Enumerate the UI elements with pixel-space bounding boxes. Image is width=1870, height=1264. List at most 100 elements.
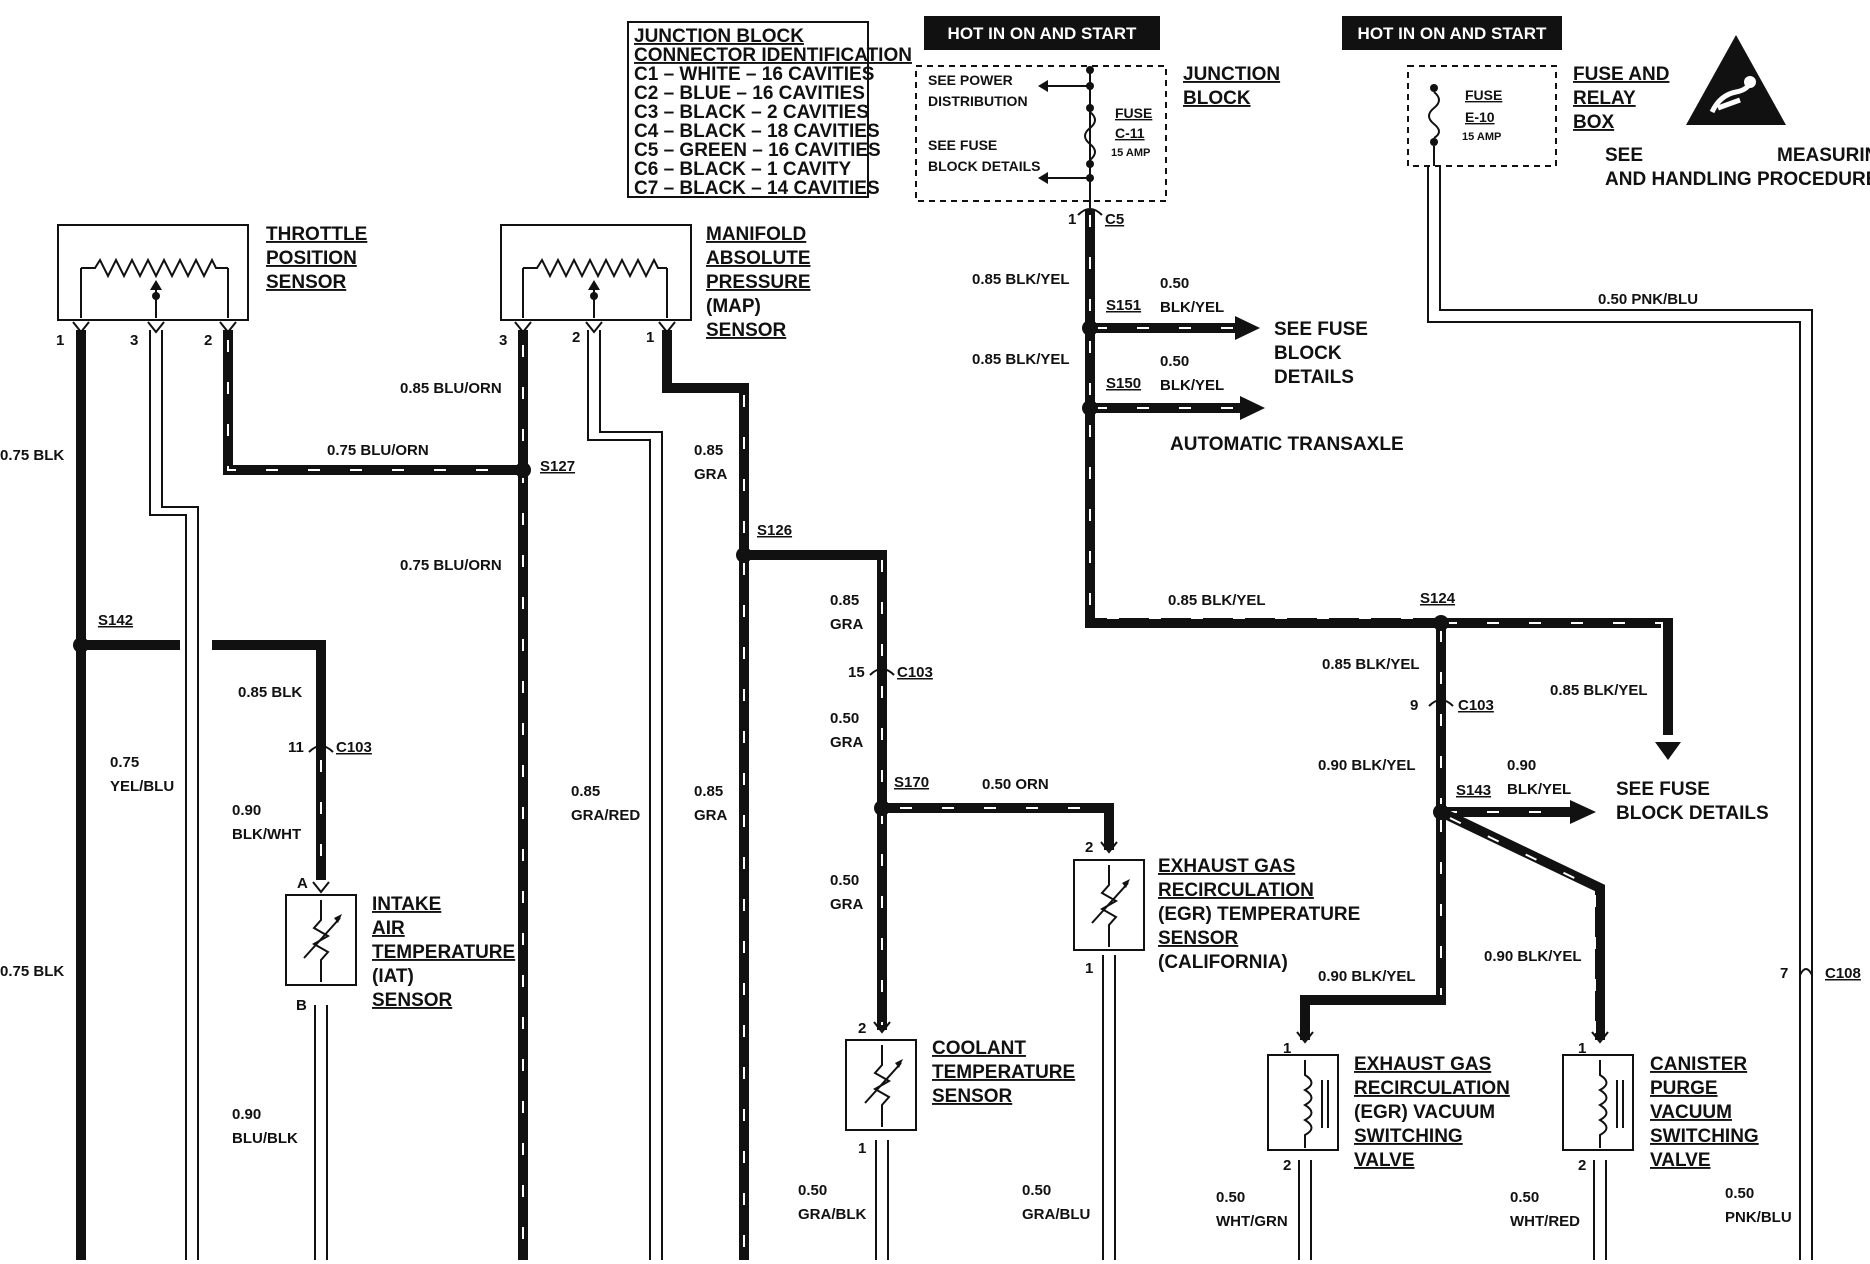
connector-c103-right bbox=[1428, 699, 1454, 707]
wire-label: 0.50 bbox=[1510, 1189, 1539, 1206]
wire-s124-right bbox=[1441, 618, 1673, 735]
map-label-4: (MAP) bbox=[706, 296, 761, 317]
splice-s151: S151 bbox=[1106, 297, 1141, 314]
wire-label: 0.90 BLK/YEL bbox=[1318, 757, 1416, 774]
wire-label: WHT/RED bbox=[1510, 1213, 1580, 1230]
connector-c5 bbox=[1077, 208, 1103, 216]
labels: HOT IN ON AND START HOT IN ON AND START … bbox=[0, 24, 1870, 1230]
egrv-label-4: SWITCHING bbox=[1354, 1126, 1463, 1147]
egrv-label-1: EXHAUST GAS bbox=[1354, 1054, 1491, 1075]
can-label-4: SWITCHING bbox=[1650, 1126, 1759, 1147]
wire-label: 0.85 BLU/ORN bbox=[400, 380, 502, 397]
hot-label-1: HOT IN ON AND START bbox=[948, 24, 1137, 43]
frb-fuse-3: 15 AMP bbox=[1462, 131, 1501, 143]
splice-s126-dot bbox=[736, 547, 752, 563]
wire-label: GRA bbox=[830, 896, 864, 913]
wire-label: 0.85 BLK/YEL bbox=[972, 271, 1070, 288]
jb-fuse-1: FUSE bbox=[1115, 105, 1152, 121]
wire-label: 0.50 ORN bbox=[982, 776, 1049, 793]
pin-label: A bbox=[297, 875, 308, 892]
wire-label: 0.90 BLK/YEL bbox=[1318, 968, 1416, 985]
frb-name-1: FUSE AND bbox=[1573, 64, 1669, 85]
wire-label: GRA bbox=[830, 734, 864, 751]
fuse-relay-box bbox=[1407, 65, 1557, 167]
pin-label: 3 bbox=[499, 332, 507, 349]
egrt-label-3: (EGR) TEMPERATURE bbox=[1158, 904, 1360, 925]
iat-label-2: AIR bbox=[372, 918, 405, 939]
connector-c103-cts bbox=[869, 668, 895, 676]
wire-label: 0.85 bbox=[694, 783, 723, 800]
junction-table-row: C1 – WHITE – 16 CAVITIES bbox=[634, 64, 874, 85]
light-wires bbox=[149, 165, 1813, 1260]
wire-label: 0.85 BLK/YEL bbox=[1322, 656, 1420, 673]
jb-connector-pin: 1 bbox=[1068, 211, 1076, 228]
splice-s126: S126 bbox=[757, 522, 792, 539]
jb-name-1: JUNCTION bbox=[1183, 64, 1280, 85]
wire-label: 0.85 BLK bbox=[238, 684, 302, 701]
egrv-label-2: RECIRCULATION bbox=[1354, 1078, 1510, 1099]
ref-see-fuse-2: BLOCK bbox=[1274, 343, 1342, 364]
hot-box-1 bbox=[924, 16, 1160, 50]
frb-name-3: BOX bbox=[1573, 112, 1615, 133]
map-label-2: ABSOLUTE bbox=[706, 248, 811, 269]
frb-fuse-2: E-10 bbox=[1465, 109, 1495, 125]
can-box bbox=[1562, 1054, 1634, 1151]
splice-s151-dot bbox=[1082, 320, 1098, 336]
cts-box bbox=[845, 1039, 917, 1131]
junction-table-title-2: CONNECTOR IDENTIFICATION bbox=[634, 45, 912, 66]
jb-connector: C5 bbox=[1105, 211, 1124, 228]
pin-label: B bbox=[296, 997, 307, 1014]
splice-s127-dot bbox=[515, 462, 531, 478]
splice-s142: S142 bbox=[98, 612, 133, 629]
map-potentiometer bbox=[522, 257, 668, 318]
iat-box bbox=[285, 894, 357, 986]
splice-s150: S150 bbox=[1106, 375, 1141, 392]
wire-s143-egrv bbox=[1300, 812, 1446, 1040]
wire-label: 0.75 BLU/ORN bbox=[400, 557, 502, 574]
splice-s170-dot bbox=[874, 800, 890, 816]
pin-label: 1 bbox=[56, 332, 64, 349]
tps-label-2: POSITION bbox=[266, 248, 357, 269]
connector-c108 bbox=[1799, 968, 1813, 976]
junction-table-row: C3 – BLACK – 2 CAVITIES bbox=[634, 102, 869, 123]
splice-dots bbox=[73, 320, 1449, 820]
pin-label: 2 bbox=[572, 329, 580, 346]
connector-c103-iat bbox=[308, 745, 334, 753]
wire-label: BLU/BLK bbox=[232, 1130, 298, 1147]
wire-label: GRA/RED bbox=[571, 807, 640, 824]
egrt-box bbox=[1073, 859, 1145, 951]
splice-s127: S127 bbox=[540, 458, 575, 475]
wire-label: 0.75 BLU/ORN bbox=[327, 442, 429, 459]
can-label-3: VACUUM bbox=[1650, 1102, 1732, 1123]
splice-s150-dot bbox=[1082, 400, 1098, 416]
arrow-s150 bbox=[1240, 396, 1265, 420]
ref-see-fuse-right-2: BLOCK DETAILS bbox=[1616, 803, 1769, 824]
can-label-5: VALVE bbox=[1650, 1150, 1711, 1171]
wire-label: 0.50 bbox=[1160, 275, 1189, 292]
ref-see-fuse-3: DETAILS bbox=[1274, 367, 1354, 388]
wire-label: 0.50 bbox=[830, 710, 859, 727]
splice-s170: S170 bbox=[894, 774, 929, 791]
ref-see-fuse-1: SEE FUSE bbox=[1274, 319, 1368, 340]
wire-label: BLK/YEL bbox=[1160, 299, 1224, 316]
c103-right-pin: 9 bbox=[1410, 697, 1418, 714]
wire-label: 0.85 BLK/YEL bbox=[1168, 592, 1266, 609]
pin-label: 1 bbox=[1085, 960, 1093, 977]
inline-connectors bbox=[308, 208, 1813, 976]
junction-table-row: C5 – GREEN – 16 CAVITIES bbox=[634, 140, 881, 161]
egrt-label-5: (CALIFORNIA) bbox=[1158, 952, 1288, 973]
pin-label: 3 bbox=[130, 332, 138, 349]
tps-potentiometer bbox=[80, 257, 229, 318]
splice-s124-dot bbox=[1433, 615, 1449, 631]
map-label-5: SENSOR bbox=[706, 320, 787, 341]
egrv-label-3: (EGR) VACUUM bbox=[1354, 1102, 1495, 1123]
c103-cts-pin: 15 bbox=[848, 664, 865, 681]
wire-label: YEL/BLU bbox=[110, 778, 174, 795]
jb-see-fuse-2: BLOCK DETAILS bbox=[928, 158, 1041, 174]
jb-see-fuse-1: SEE FUSE bbox=[928, 137, 997, 153]
map-label-1: MANIFOLD bbox=[706, 224, 806, 245]
esd-warning-icon bbox=[1686, 35, 1786, 125]
pin-label: 2 bbox=[1085, 839, 1093, 856]
component-boxes bbox=[57, 16, 1786, 1151]
splice-s143: S143 bbox=[1456, 782, 1491, 799]
